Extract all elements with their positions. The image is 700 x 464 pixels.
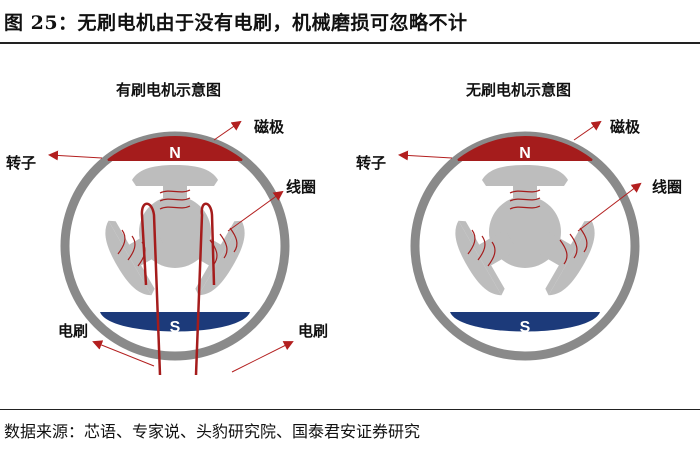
coil-pointer-arrow <box>227 190 284 232</box>
south-pole-letter: S <box>170 319 181 336</box>
south-pole-letter: S <box>520 319 531 336</box>
north-pole-letter: N <box>519 145 531 162</box>
brushed-motor-diagram <box>48 120 294 376</box>
magnet-label: 磁极 <box>254 118 285 136</box>
brush-wires <box>140 202 216 376</box>
magnet-label: 磁极 <box>610 118 641 136</box>
coil-label: 线圈 <box>652 178 683 196</box>
brushed-motor-caption: 有刷电机示意图 <box>116 81 222 99</box>
north-pole-letter: N <box>169 145 181 162</box>
right-brush-label: 电刷 <box>298 322 329 340</box>
rotor-label: 转子 <box>6 154 37 172</box>
rotor <box>455 165 595 296</box>
brushless-motor-caption: 无刷电机示意图 <box>466 81 572 99</box>
source-note: 数据来源：芯语、专家说、头豹研究院、国泰君安证券研究 <box>4 422 421 441</box>
south-pole-magnet <box>100 312 250 332</box>
coil-pointer-arrow <box>577 182 642 232</box>
figure-title: 图 25：无刷电机由于没有电刷，机械磨损可忽略不计 <box>4 12 468 34</box>
rotor-label: 转子 <box>356 154 387 172</box>
left-brush-pointer-arrow <box>92 340 155 367</box>
right-brush-pointer-arrow <box>231 341 294 373</box>
left-brush-label: 电刷 <box>58 322 89 340</box>
brushless-motor-diagram <box>398 120 642 361</box>
south-pole-magnet <box>450 312 600 332</box>
rotor-pointer-arrow <box>48 150 103 161</box>
coil-label: 线圈 <box>286 178 317 196</box>
coil-windings <box>467 189 588 267</box>
magnet-pointer-arrow <box>573 120 602 141</box>
magnet-pointer-arrow <box>213 120 242 141</box>
rotor-pointer-arrow <box>398 150 453 161</box>
top-rule <box>0 42 700 44</box>
bottom-rule <box>0 409 700 410</box>
coil-windings <box>117 189 238 267</box>
